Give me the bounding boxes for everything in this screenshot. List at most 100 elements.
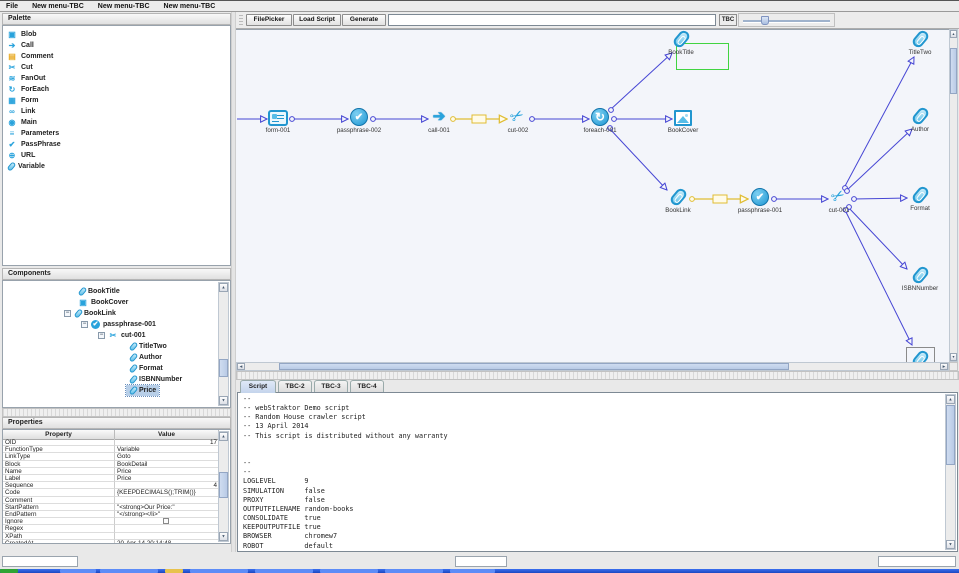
script-scrollbar[interactable]: ▲ ▼: [945, 394, 956, 550]
palette-item-cut[interactable]: ✂Cut: [3, 62, 230, 73]
tree-item-booktitle[interactable]: BookTitle: [75, 286, 123, 297]
tree-item-isbnnumber[interactable]: ISBNNumber: [126, 374, 185, 385]
palette-item-blob[interactable]: ▣Blob: [3, 29, 230, 40]
load-script-button[interactable]: Load Script: [293, 14, 341, 26]
scroll-left-icon[interactable]: ◀: [237, 363, 245, 370]
canvas-node-cut-001[interactable]: cut-001: [804, 188, 874, 214]
flow-canvas[interactable]: form-001 passphrase-002 call-001 cut-002…: [236, 29, 949, 362]
palette-item-passphrase[interactable]: ✔PassPhrase: [3, 139, 230, 150]
canvas-node-cut-002[interactable]: cut-002: [483, 108, 553, 134]
slider-thumb[interactable]: [761, 16, 769, 25]
tab-tbc-3[interactable]: TBC-3: [314, 380, 348, 392]
canvas-node-form-001[interactable]: form-001: [243, 108, 313, 134]
components-h-scrollbar[interactable]: [2, 408, 231, 417]
properties-scrollbar[interactable]: ▲ ▼: [218, 431, 229, 542]
scroll-right-icon[interactable]: ▶: [940, 363, 948, 370]
property-value[interactable]: [115, 533, 219, 540]
tree-item-price[interactable]: Price: [124, 384, 161, 397]
components-scrollbar[interactable]: ▲ ▼: [218, 282, 229, 406]
tab-script[interactable]: Script: [240, 380, 276, 393]
status-field-middle[interactable]: [455, 556, 507, 567]
tree-item-author[interactable]: Author: [126, 352, 165, 363]
property-value[interactable]: 20-Apr-14 20:14:48: [115, 540, 219, 543]
property-value[interactable]: 4: [115, 482, 219, 490]
tree-item-passphrase-001[interactable]: −✔passphrase-001: [78, 319, 159, 330]
scroll-up-icon[interactable]: ▲: [946, 395, 955, 404]
collapse-handle-icon[interactable]: −: [81, 321, 88, 328]
scroll-down-icon[interactable]: ▼: [219, 532, 228, 541]
canvas-node-format[interactable]: Format: [885, 184, 949, 212]
taskbar-button[interactable]: [100, 569, 158, 573]
taskbar-button[interactable]: [385, 569, 443, 573]
menu-file[interactable]: File: [6, 2, 19, 10]
canvas-node-booktitle[interactable]: BookTitle: [646, 30, 716, 56]
canvas-node-titletwo[interactable]: TitleTwo: [885, 30, 949, 56]
tree-item-format[interactable]: Format: [126, 363, 166, 374]
scroll-up-icon[interactable]: ▲: [950, 30, 957, 38]
generate-button[interactable]: Generate: [342, 14, 386, 26]
palette-item-variable[interactable]: Variable: [3, 161, 230, 172]
property-value[interactable]: Price: [115, 468, 219, 475]
property-value[interactable]: "<strong>Our Price:": [115, 504, 219, 511]
taskbar-button[interactable]: [450, 569, 495, 573]
scrollbar-thumb[interactable]: [279, 363, 789, 370]
palette-item-url[interactable]: ⊕URL: [3, 150, 230, 161]
scroll-down-icon[interactable]: ▼: [946, 540, 955, 549]
tab-tbc-2[interactable]: TBC-2: [278, 380, 312, 392]
palette-item-foreach[interactable]: ↻ForEach: [3, 84, 230, 95]
taskbar-button[interactable]: [60, 569, 96, 573]
palette-item-form[interactable]: ▦Form: [3, 95, 230, 106]
property-value[interactable]: Goto: [115, 453, 219, 461]
horizontal-splitter[interactable]: [236, 371, 959, 380]
palette-item-fanout[interactable]: ≋FanOut: [3, 73, 230, 84]
canvas-node-price[interactable]: [885, 348, 949, 362]
scrollbar-thumb[interactable]: [950, 48, 957, 94]
canvas-node-foreach-001[interactable]: foreach-001: [565, 108, 635, 134]
canvas-node-passphrase-001[interactable]: passphrase-001: [725, 188, 795, 214]
menu-new-1[interactable]: New menu-TBC: [32, 2, 84, 10]
scroll-down-icon[interactable]: ▼: [219, 396, 228, 405]
scroll-up-icon[interactable]: ▲: [219, 283, 228, 292]
menu-new-3[interactable]: New menu-TBC: [163, 2, 216, 10]
canvas-h-scrollbar[interactable]: ◀ ▶: [236, 362, 949, 371]
tree-item-booklink[interactable]: −BookLink: [61, 308, 119, 319]
property-value[interactable]: [115, 497, 219, 504]
palette-item-parameters[interactable]: ≡Parameters: [3, 128, 230, 139]
canvas-node-booklink[interactable]: BookLink: [643, 186, 713, 214]
collapse-handle-icon[interactable]: −: [64, 310, 71, 317]
palette-item-main[interactable]: ◉Main: [3, 117, 230, 128]
tbc-slider[interactable]: [738, 13, 835, 27]
tree-item-cut-001[interactable]: −✂cut-001: [95, 330, 149, 341]
status-field-right[interactable]: [878, 556, 956, 567]
scroll-down-icon[interactable]: ▼: [950, 353, 957, 361]
canvas-node-bookcover[interactable]: BookCover: [648, 108, 718, 134]
property-value[interactable]: 17: [115, 439, 219, 447]
menu-new-2[interactable]: New menu-TBC: [97, 2, 150, 10]
property-value[interactable]: BookDetail: [115, 461, 219, 468]
script-path-input[interactable]: [388, 14, 716, 26]
tree-item-titletwo[interactable]: TitleTwo: [126, 341, 170, 352]
tree-item-bookcover[interactable]: ▣BookCover: [75, 297, 131, 308]
property-value[interactable]: "</strong></li>": [115, 511, 219, 519]
canvas-v-scrollbar[interactable]: ▲ ▼: [949, 29, 958, 362]
status-field-left[interactable]: [2, 556, 78, 567]
canvas-node-passphrase-002[interactable]: passphrase-002: [324, 108, 394, 134]
scroll-up-icon[interactable]: ▲: [219, 432, 228, 441]
script-editor[interactable]: -- -- webStraktor Demo script -- Random …: [237, 392, 958, 559]
start-button[interactable]: [0, 569, 18, 573]
windows-taskbar[interactable]: [0, 569, 959, 573]
collapse-handle-icon[interactable]: −: [98, 332, 105, 339]
scrollbar-thumb[interactable]: [219, 472, 228, 498]
toolbar-drag-handle[interactable]: [239, 15, 243, 26]
palette-item-call[interactable]: ➔Call: [3, 40, 230, 51]
canvas-node-isbnnumber[interactable]: ISBNNumber: [885, 264, 949, 292]
vertical-splitter[interactable]: [231, 12, 236, 552]
canvas-node-author[interactable]: Author: [885, 105, 949, 133]
property-value[interactable]: {KEEPDECIMALS();TRIM()}: [115, 489, 219, 497]
scrollbar-thumb[interactable]: [219, 359, 228, 377]
palette-item-comment[interactable]: ▤Comment: [3, 51, 230, 62]
property-value[interactable]: Variable: [115, 446, 219, 454]
taskbar-button[interactable]: [320, 569, 378, 573]
palette-item-link[interactable]: ∞Link: [3, 106, 230, 117]
filepicker-button[interactable]: FilePicker: [246, 14, 292, 26]
